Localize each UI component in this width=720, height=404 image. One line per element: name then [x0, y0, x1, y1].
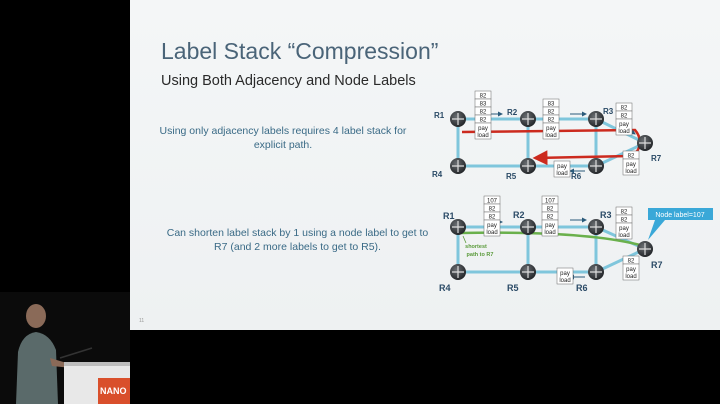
explanation-text-1: Using only adjacency labels requires 4 l…: [159, 125, 407, 151]
svg-text:82: 82: [480, 118, 487, 124]
svg-text:load: load: [625, 274, 636, 280]
router-icon: [588, 219, 604, 235]
router-label-r2: R2: [513, 210, 525, 220]
router-label-r5: R5: [507, 283, 519, 293]
svg-text:83: 83: [548, 102, 555, 108]
router-label-r7: R7: [651, 154, 662, 163]
presentation-slide: Label Stack “Compression” Using Both Adj…: [130, 0, 720, 330]
router-icon: [450, 264, 466, 280]
svg-text:pay: pay: [619, 122, 629, 128]
svg-text:82: 82: [489, 215, 496, 221]
router-icon: [520, 219, 536, 235]
svg-text:82: 82: [489, 207, 496, 213]
router-label-r7: R7: [651, 260, 663, 270]
svg-text:pay: pay: [546, 126, 556, 132]
svg-text:load: load: [544, 230, 555, 236]
svg-text:pay: pay: [478, 126, 488, 132]
svg-text:107: 107: [545, 199, 556, 205]
svg-text:load: load: [559, 278, 570, 284]
router-label-r1: R1: [434, 111, 445, 120]
shortest-path-label: shortest path to R7: [465, 244, 493, 258]
svg-text:load: load: [545, 133, 556, 139]
router-label-r6: R6: [571, 172, 582, 181]
svg-text:83: 83: [480, 102, 487, 108]
svg-text:82: 82: [548, 110, 555, 116]
svg-text:82: 82: [621, 210, 628, 216]
router-icon: [637, 241, 653, 257]
svg-text:load: load: [618, 233, 629, 239]
svg-text:82: 82: [547, 207, 554, 213]
explanation-text-2: Can shorten label stack by 1 using a nod…: [166, 227, 429, 253]
slide-title: Label Stack “Compression”: [161, 38, 439, 64]
page-number: 11: [139, 318, 145, 324]
router-icon: [520, 111, 536, 127]
svg-text:pay: pay: [626, 267, 636, 273]
router-icon: [588, 111, 604, 127]
router-icon: [520, 264, 536, 280]
router-icon: [637, 135, 653, 151]
router-icon: [520, 158, 536, 174]
router-label-r3: R3: [603, 107, 614, 116]
router-icon: [450, 111, 466, 127]
svg-text:82: 82: [621, 218, 628, 224]
svg-text:82: 82: [548, 118, 555, 124]
router-label-r6: R6: [576, 283, 588, 293]
slide-subtitle: Using Both Adjacency and Node Labels: [161, 73, 416, 89]
svg-text:load: load: [477, 133, 488, 139]
svg-text:82: 82: [628, 154, 635, 160]
svg-text:pay: pay: [626, 162, 636, 168]
router-label-r2: R2: [507, 108, 518, 117]
svg-text:load: load: [556, 171, 567, 177]
svg-text:pay: pay: [557, 164, 567, 170]
podium-logo: NANO: [98, 378, 130, 404]
node-label-callout: Node label=107: [648, 208, 713, 240]
router-label-r1: R1: [443, 211, 455, 221]
router-icon: [450, 219, 466, 235]
router-icon: [588, 264, 604, 280]
router-label-r3: R3: [600, 210, 612, 220]
svg-text:82: 82: [628, 259, 635, 265]
svg-text:82: 82: [480, 94, 487, 100]
svg-text:82: 82: [621, 114, 628, 120]
router-label-r4: R4: [432, 170, 443, 179]
svg-text:107: 107: [487, 199, 498, 205]
router-icon: [588, 158, 604, 174]
svg-text:82: 82: [621, 106, 628, 112]
svg-text:load: load: [486, 230, 497, 236]
svg-text:load: load: [625, 169, 636, 175]
svg-text:shortest: shortest: [465, 244, 487, 250]
top-diagram: R1 R2 R3 R7 R6 R5 R4 82 83 82 82 payload…: [432, 90, 662, 181]
svg-text:Node label=107: Node label=107: [655, 212, 704, 219]
svg-text:path to R7: path to R7: [467, 252, 494, 258]
svg-text:pay: pay: [545, 223, 555, 229]
svg-text:pay: pay: [619, 226, 629, 232]
router-label-r4: R4: [439, 283, 451, 293]
network-diagrams: R1 R2 R3 R7 R6 R5 R4 82 83 82 82 payload…: [432, 90, 713, 293]
svg-text:load: load: [618, 129, 629, 135]
router-icon: [450, 158, 466, 174]
svg-text:pay: pay: [560, 271, 570, 277]
svg-text:82: 82: [547, 215, 554, 221]
router-label-r5: R5: [506, 172, 517, 181]
svg-text:pay: pay: [487, 223, 497, 229]
svg-text:82: 82: [480, 110, 487, 116]
